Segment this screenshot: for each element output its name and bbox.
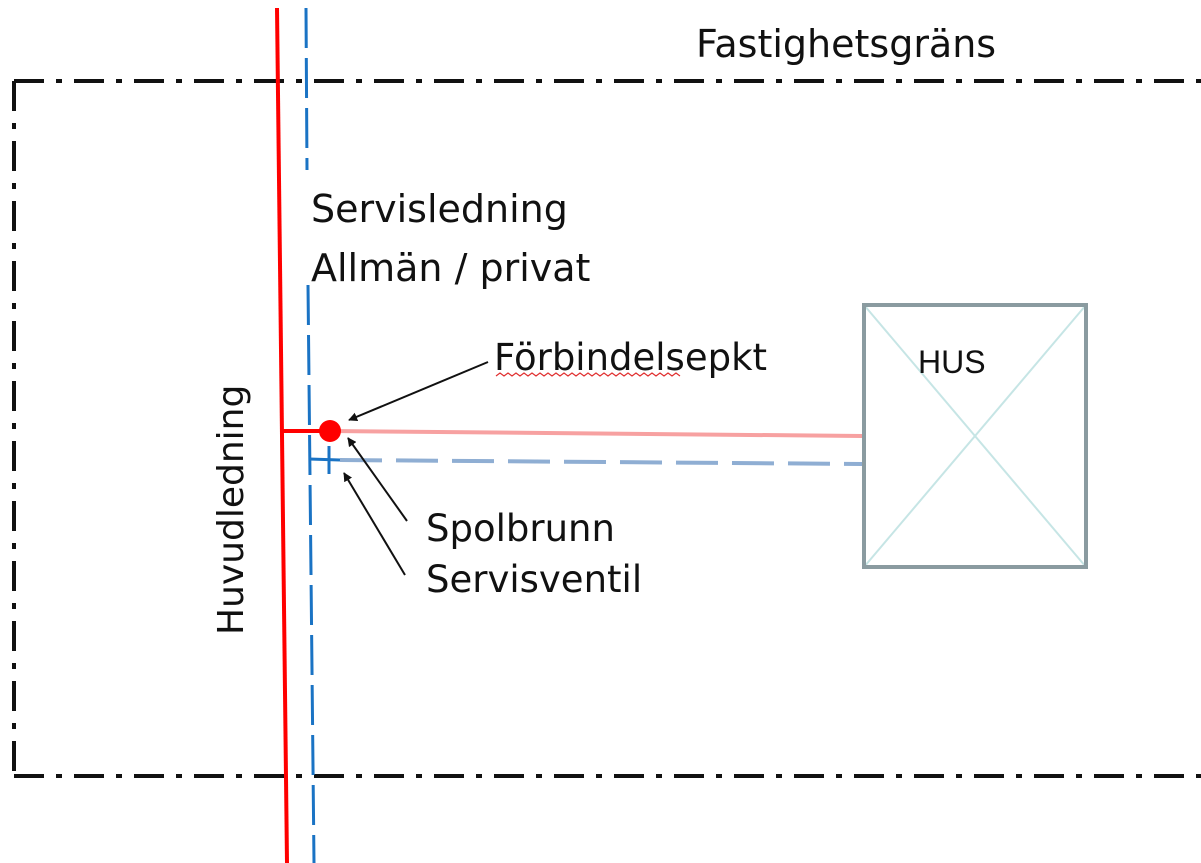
house-label: HUS bbox=[918, 344, 986, 380]
service-line-blue-upper bbox=[304, 7, 309, 171]
cleanout-well-label: Spolbrunn bbox=[426, 507, 615, 550]
arrowhead-icon bbox=[348, 361, 489, 422]
house: HUS bbox=[862, 303, 1088, 569]
property-boundary-label: Fastighetsgräns bbox=[696, 22, 996, 66]
service-line-blue bbox=[304, 7, 316, 863]
house-pipe-red bbox=[329, 429, 863, 438]
spellcheck-underline bbox=[495, 372, 681, 377]
red-dot-icon bbox=[319, 420, 341, 442]
house-cross-2 bbox=[863, 304, 1087, 568]
arrowhead-icon bbox=[347, 437, 408, 522]
main-line-label: Huvudledning bbox=[211, 385, 252, 635]
arrowhead-icon bbox=[343, 472, 406, 576]
service-valve-label: Servisventil bbox=[426, 558, 642, 601]
house-outline bbox=[862, 303, 1088, 569]
service-line-title: Servisledning bbox=[311, 187, 568, 231]
main-line-red bbox=[275, 7, 289, 863]
house-pipe-blue bbox=[339, 458, 863, 466]
service-line-subtitle: Allmän / privat bbox=[311, 246, 590, 290]
connection-point-label: Förbindelsepkt bbox=[494, 336, 767, 379]
property-boundary bbox=[12, 79, 1201, 778]
service-line-blue-lower bbox=[306, 284, 316, 863]
valve-stub-blue bbox=[308, 457, 341, 462]
